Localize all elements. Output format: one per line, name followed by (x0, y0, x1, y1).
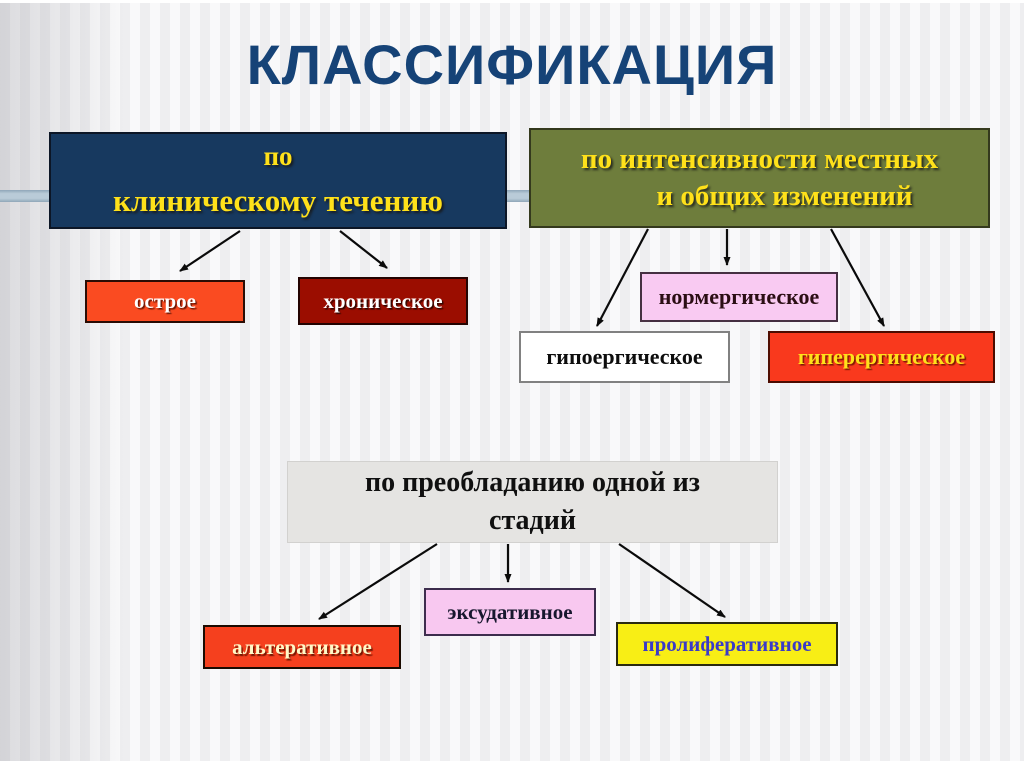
arrow-stage-to-proliferative (618, 543, 726, 618)
arrow-intensity-to-hyperergic (830, 228, 885, 327)
box-by-intensity: по интенсивности местных и общих изменен… (529, 128, 990, 228)
box-by-clinical-course: по клиническому течению (49, 132, 507, 229)
box-text-line: по преобладанию одной из (364, 467, 701, 498)
page-title: КЛАССИФИКАЦИЯ (246, 33, 778, 96)
box-text-line: по (263, 141, 293, 171)
box-text-line: стадий (489, 505, 576, 536)
box-acute: острое (85, 280, 245, 323)
box-by-stage-predominance: по преобладанию одной из стадий (287, 461, 778, 543)
arrow-stage-to-alterative (318, 543, 438, 620)
arrow-clinical-to-chronic (339, 230, 388, 269)
arrow-clinical-to-acute (179, 230, 241, 272)
box-alterative: альтеративное (203, 625, 401, 669)
box-hyperergic: гиперергическое (768, 331, 995, 383)
box-proliferative: пролиферативное (616, 622, 838, 666)
box-hypoergic: гипоергическое (519, 331, 730, 383)
box-chronic: хроническое (298, 277, 468, 325)
box-normergic: нормергическое (640, 272, 838, 322)
box-text-line: клиническому течению (113, 183, 443, 218)
box-exudative: эксудативное (424, 588, 596, 636)
box-text-line: по интенсивности местных (580, 143, 939, 175)
box-text-line: и общих изменений (656, 180, 913, 212)
